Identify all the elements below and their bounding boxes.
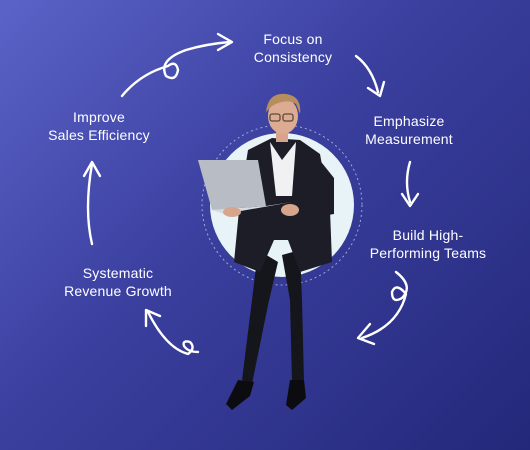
step-systematic-revenue-growth: Systematic Revenue Growth (64, 265, 172, 299)
arrow-systematic-down (144, 308, 200, 356)
arrow-focus-to-emphasize (354, 54, 386, 98)
arrow-emphasize-to-build (400, 160, 420, 208)
step-build-high-performing-teams: Build High- Performing Teams (369, 227, 487, 261)
step-focus-on-consistency: Focus on Consistency (253, 31, 333, 65)
step-improve-sales-efficiency: Improve Sales Efficiency (48, 109, 150, 143)
arrow-systematic-to-improve (82, 160, 102, 246)
step-emphasize-measurement: Emphasize Measurement (365, 113, 453, 147)
arrow-build-to-systematic (356, 270, 408, 346)
arrow-improve-to-focus (120, 32, 234, 98)
businesswoman-figure (198, 93, 334, 410)
